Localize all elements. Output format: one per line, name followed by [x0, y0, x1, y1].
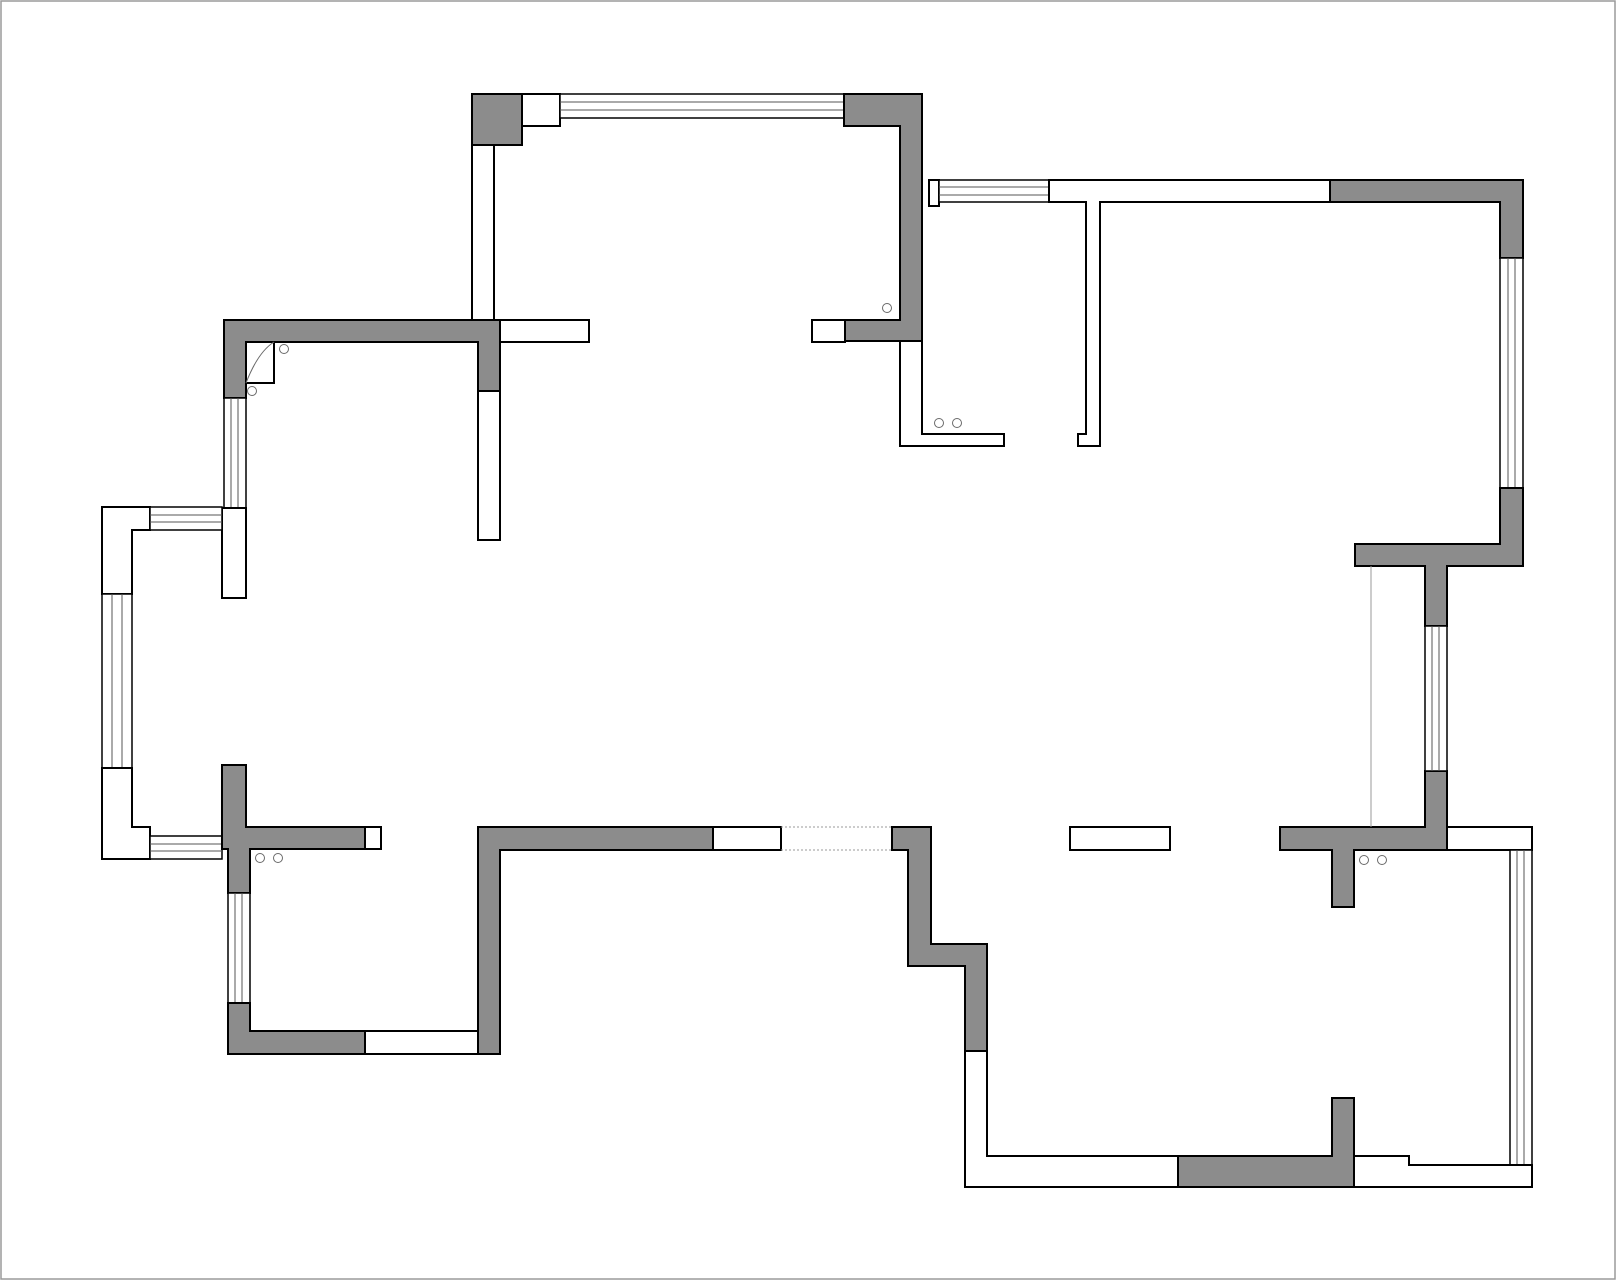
- window-south-east-side: [1509, 849, 1533, 1166]
- pipe-circle-icon: [255, 853, 265, 863]
- wall-partition: [499, 319, 590, 343]
- wall-partition: [1446, 826, 1533, 851]
- wall-partition: [477, 390, 501, 541]
- north-east-room: [899, 179, 1524, 627]
- window-bay-side: [101, 593, 133, 769]
- north-room: [471, 93, 923, 343]
- south-west-room: [221, 764, 892, 1055]
- pipe-circle-icon: [279, 344, 289, 354]
- window-east-middle: [1424, 625, 1448, 772]
- wall-partition: [899, 340, 1005, 447]
- pipe-circle-icon: [934, 418, 944, 428]
- window-bay-bottom: [149, 835, 223, 860]
- wall-partition: [521, 93, 561, 127]
- pipe-circle-icon: [952, 418, 962, 428]
- pipe-circle-icon: [882, 303, 892, 313]
- wall-structural: [1177, 1097, 1355, 1188]
- pipe-circle-icon: [1359, 855, 1369, 865]
- wall-partition: [221, 507, 247, 599]
- window-bay-top: [149, 506, 223, 531]
- wall-partition: [712, 826, 782, 851]
- window-east-top: [938, 179, 1050, 203]
- window-east-side: [1499, 257, 1524, 489]
- window-west-upper: [223, 397, 247, 509]
- wall-partition: [101, 767, 151, 860]
- wall-partition: [245, 341, 275, 384]
- wall-partition: [364, 826, 382, 850]
- wall-structural: [221, 764, 366, 894]
- wall-partition: [928, 179, 940, 207]
- pipe-circle-icon: [247, 386, 257, 396]
- south-east-room: [891, 566, 1533, 1188]
- wall-partition: [471, 144, 495, 322]
- wall-partition: [1353, 1155, 1533, 1188]
- sliding-door-hidden: [781, 826, 892, 851]
- wall-structural: [1279, 770, 1448, 908]
- wall-structural: [471, 93, 523, 146]
- west-room: [101, 319, 501, 860]
- window-south-west: [227, 892, 251, 1004]
- wall-partition: [364, 1030, 479, 1055]
- pipe-circle-icon: [1377, 855, 1387, 865]
- wall-partition: [1069, 826, 1171, 851]
- window-north-top: [559, 93, 845, 119]
- wall-partition: [811, 319, 846, 343]
- pipe-circle-icon: [273, 853, 283, 863]
- door-swing: [245, 341, 275, 384]
